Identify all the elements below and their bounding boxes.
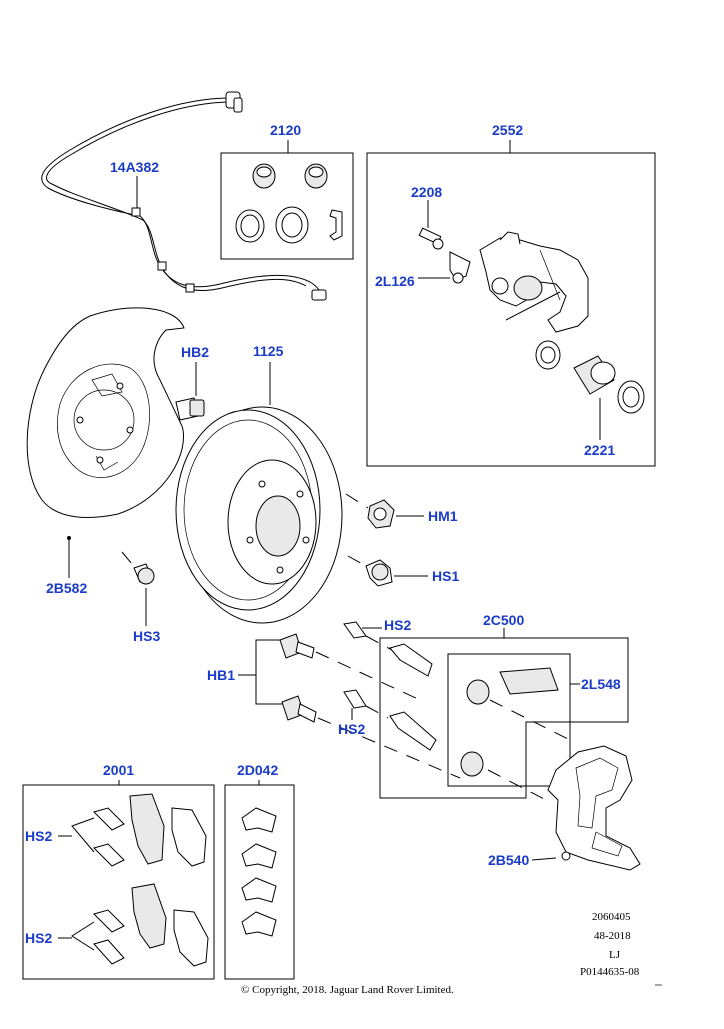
spring-clip-icon xyxy=(241,843,277,869)
spring-clip-icon xyxy=(241,807,277,833)
bolt-hb1-icon xyxy=(281,695,317,723)
copyright-notice: © Copyright, 2018. Jaguar Land Rover Lim… xyxy=(241,984,454,996)
pad-bolt-icon xyxy=(93,909,125,933)
callout-2120[interactable]: 2120 xyxy=(270,122,301,138)
grease-sachet-icon xyxy=(499,667,559,695)
seal-ring-icon xyxy=(275,206,309,244)
piston-icon xyxy=(573,355,616,395)
brake-pad-icon xyxy=(171,807,207,867)
bolt-hs2-icon xyxy=(343,621,367,639)
callout-HB1[interactable]: HB1 xyxy=(207,667,235,683)
callout-2208[interactable]: 2208 xyxy=(411,184,442,200)
meta-date-code: 48-2018 xyxy=(594,930,631,942)
callout-HS3[interactable]: HS3 xyxy=(133,628,160,644)
caliper-body-icon xyxy=(479,231,589,333)
piston-seal-icon xyxy=(535,340,561,370)
screw-hs1-icon xyxy=(365,559,393,587)
meta-illustration-id: 2060405 xyxy=(592,911,631,923)
callout-14A382[interactable]: 14A382 xyxy=(110,159,159,175)
kit-2120 xyxy=(220,140,354,260)
pin-bush-icon xyxy=(466,679,490,705)
wear-sensor-wire xyxy=(41,91,327,301)
callout-2221[interactable]: 2221 xyxy=(584,442,615,458)
guide-pin-kit-2C500 xyxy=(379,628,629,799)
pad-bolt-icon xyxy=(93,939,125,965)
meta-model-code: LJ xyxy=(609,949,621,961)
callout-2C500[interactable]: 2C500 xyxy=(483,612,524,628)
bleed-screw-icon xyxy=(418,227,444,250)
boot-seal-icon xyxy=(617,380,645,414)
bleed-cap-icon xyxy=(449,251,471,284)
callout-HS2-pads-upper[interactable]: HS2 xyxy=(25,828,52,844)
brake-disc xyxy=(175,406,343,624)
callout-HS1[interactable]: HS1 xyxy=(432,568,459,584)
callout-1125[interactable]: 1125 xyxy=(253,343,284,359)
guide-pin-icon xyxy=(389,711,437,751)
backing-plate xyxy=(26,307,185,518)
callout-2L548[interactable]: 2L548 xyxy=(581,676,621,692)
callout-2D042[interactable]: 2D042 xyxy=(237,762,278,778)
brake-pad-icon xyxy=(131,883,167,949)
pin-bush-icon xyxy=(460,751,484,777)
callout-2L126[interactable]: 2L126 xyxy=(375,273,415,289)
callout-HS2-pads-lower[interactable]: HS2 xyxy=(25,930,52,946)
callout-HS2-lower[interactable]: HS2 xyxy=(338,721,365,737)
pad-bolt-icon xyxy=(93,843,125,867)
bolt-hb1-icon xyxy=(279,633,315,659)
clip-icon xyxy=(329,209,343,241)
callout-2001[interactable]: 2001 xyxy=(103,762,134,778)
brake-pad-kit-2001 xyxy=(22,780,215,980)
caliper-assembly-2552 xyxy=(366,140,656,467)
bush-icon xyxy=(304,163,328,189)
callout-HM1[interactable]: HM1 xyxy=(428,508,458,524)
brake-pad-icon xyxy=(173,909,209,967)
guide-pin-icon xyxy=(389,643,433,677)
brake-pad-icon xyxy=(129,793,165,865)
pad-clip-kit-2D042 xyxy=(224,780,295,980)
caliper-carrier xyxy=(547,745,641,871)
bolt-hs2-icon xyxy=(343,689,367,709)
bush-icon xyxy=(252,163,276,189)
callout-2B540[interactable]: 2B540 xyxy=(488,852,529,868)
meta-drawing-number: P0144635-08 xyxy=(580,966,640,978)
seal-ring-icon xyxy=(235,209,265,243)
callout-2B582[interactable]: 2B582 xyxy=(46,580,87,596)
bolt-hb2-icon xyxy=(175,397,205,421)
callout-HS2-upper[interactable]: HS2 xyxy=(384,617,411,633)
spring-clip-icon xyxy=(241,911,277,937)
pad-bolt-icon xyxy=(93,807,125,831)
callout-2552[interactable]: 2552 xyxy=(492,122,523,138)
nut-hm1-icon xyxy=(367,499,395,529)
callout-HB2[interactable]: HB2 xyxy=(181,344,209,360)
bolt-hs3-icon xyxy=(133,563,155,585)
spring-clip-icon xyxy=(241,877,277,903)
